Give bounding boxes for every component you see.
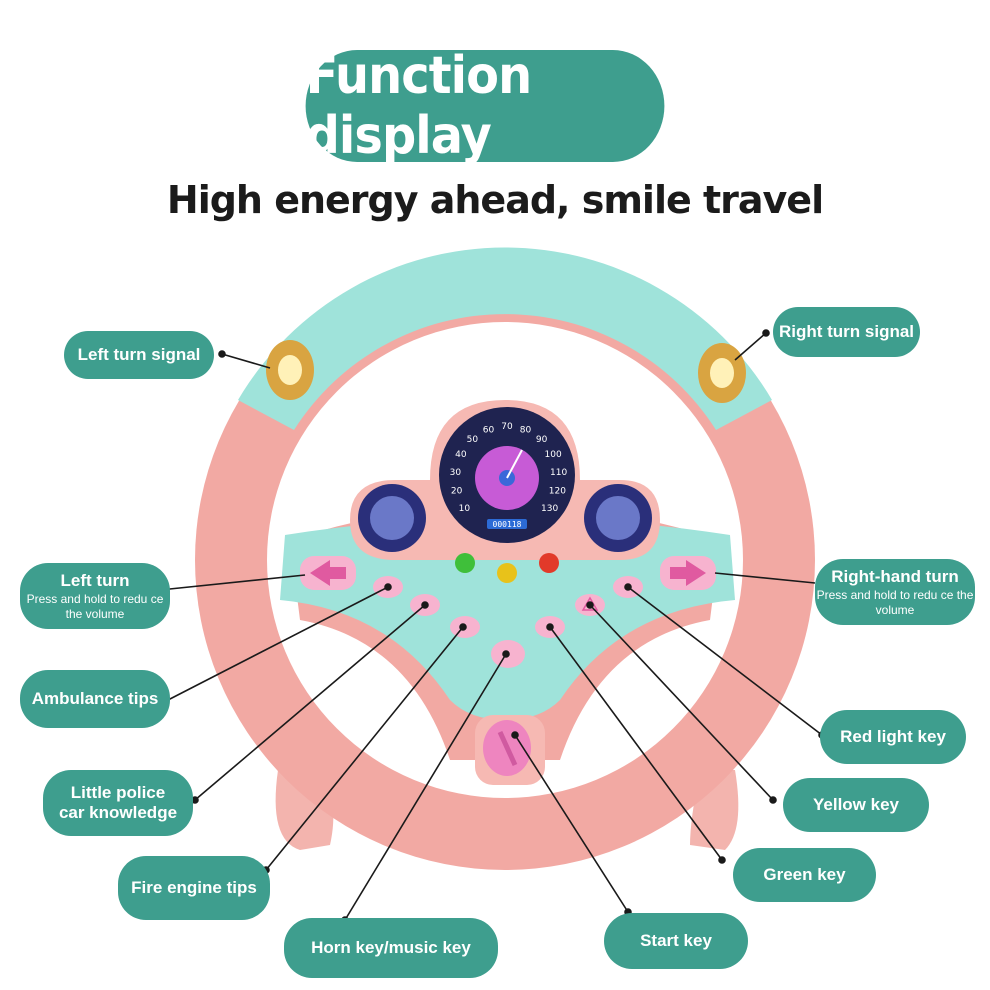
label-start-key: Start key [604, 913, 748, 969]
label-horn-key: Horn key/music key [284, 918, 498, 978]
label-left-turn-text: Left turn [60, 570, 130, 590]
label-right-turn-signal-text: Right turn signal [778, 322, 915, 342]
speedometer-tick-label: 130 [541, 504, 558, 514]
label-right-hand-turn: Right-hand turn Press and hold to redu c… [815, 559, 975, 625]
speedometer-tick-label: 110 [550, 468, 567, 478]
label-right-turn-signal: Right turn signal [773, 307, 920, 357]
speedometer-tick-label: 80 [520, 425, 532, 435]
label-little-police: Little police car knowledge [43, 770, 193, 836]
label-left-turn-signal: Left turn signal [64, 331, 214, 379]
left-arrow-icon[interactable] [300, 556, 356, 590]
label-ambulance-tips-text: Ambulance tips [31, 689, 159, 709]
yellow-light [497, 563, 517, 583]
label-horn-key-text: Horn key/music key [311, 938, 471, 958]
start-knob-ridge [497, 730, 518, 767]
label-little-police-line1: Little police [70, 783, 166, 803]
speedometer-tick-label: 30 [450, 468, 462, 478]
speedometer-tick-label: 120 [549, 487, 566, 497]
speedometer-tick-label: 100 [545, 450, 562, 460]
label-right-hand-turn-note: Press and hold to redu ce the volume [816, 588, 974, 617]
callout-lines [159, 329, 826, 924]
green-light [455, 553, 475, 573]
label-yellow-key: Yellow key [783, 778, 929, 832]
right-gauge-face [596, 496, 640, 540]
speedometer-tick-label: 70 [501, 422, 513, 432]
speedometer-tick-label: 90 [536, 435, 548, 445]
label-left-turn: Left turn Press and hold to redu ce the … [20, 563, 170, 629]
red-light [539, 553, 559, 573]
speedometer-needle [506, 449, 523, 479]
odometer-text: 000118 [493, 520, 522, 529]
spoke-panel [280, 517, 735, 720]
page-title: Function display [305, 46, 665, 166]
label-little-police-line2: car knowledge [58, 803, 178, 822]
label-red-light-key: Red light key [820, 710, 966, 764]
left-lamp-glow [278, 355, 302, 385]
label-right-hand-turn-text: Right-hand turn [831, 566, 959, 586]
label-left-turn-note: Press and hold to redu ce the volume [26, 592, 164, 621]
speedometer-tick-label: 60 [483, 425, 495, 435]
right-lamp-glow [710, 358, 734, 388]
label-red-light-key-text: Red light key [840, 727, 946, 747]
page-subtitle: High energy ahead, smile travel [166, 178, 824, 222]
speedometer-tick-label: 40 [455, 450, 467, 460]
label-fire-engine-tips-text: Fire engine tips [131, 878, 257, 898]
speedometer-tick-label: 20 [451, 487, 463, 497]
label-fire-engine-tips: Fire engine tips [118, 856, 270, 920]
label-start-key-text: Start key [640, 931, 712, 951]
right-arrow-icon[interactable] [660, 556, 716, 590]
label-yellow-key-text: Yellow key [813, 795, 899, 815]
left-gauge-face [370, 496, 414, 540]
label-green-key: Green key [733, 848, 876, 902]
label-ambulance-tips: Ambulance tips [20, 670, 170, 728]
label-left-turn-signal-text: Left turn signal [77, 345, 201, 365]
label-green-key-text: Green key [763, 865, 846, 885]
wheel-top-grip [238, 247, 772, 430]
speedometer-tick-label: 10 [459, 504, 471, 514]
odometer [487, 519, 527, 529]
speedometer-tick-label: 50 [467, 435, 479, 445]
